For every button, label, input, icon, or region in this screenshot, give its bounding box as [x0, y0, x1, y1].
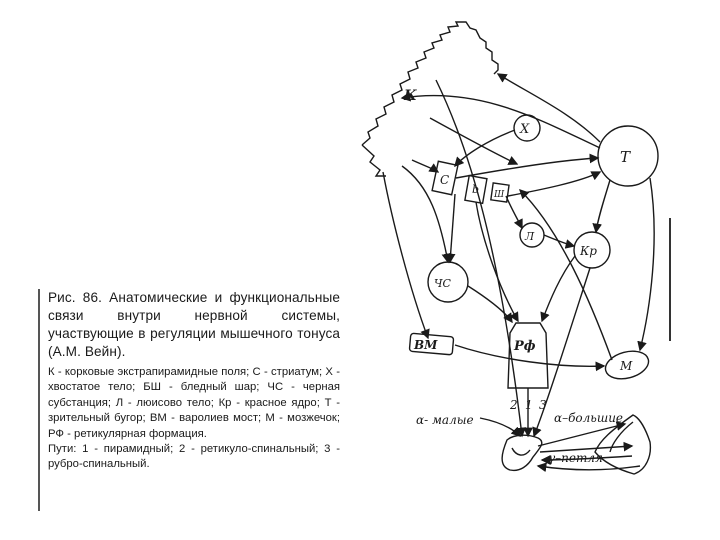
label-gamma-loop: γ–петля	[548, 451, 603, 465]
label-pons: ВМ	[413, 338, 438, 352]
label-path-3: 3	[539, 398, 547, 412]
label-alpha-large: α–большие	[554, 411, 623, 425]
label-luys: Л	[524, 230, 535, 243]
label-cortex: К	[403, 88, 417, 104]
label-striatum: С	[440, 173, 449, 187]
label-substantia-nigra: ЧС	[434, 277, 452, 290]
label-cerebellum: М	[619, 359, 633, 373]
spinal-cord-inner	[512, 448, 530, 455]
cortex-outline	[362, 22, 498, 145]
label-thalamus: Т	[620, 148, 631, 166]
label-path-2: 2	[509, 398, 518, 412]
spinal-cord-segment	[502, 435, 542, 470]
label-alpha-small: α- малые	[416, 413, 474, 427]
label-caudate: Х	[519, 122, 530, 137]
cortex-lower-edge	[362, 145, 386, 176]
label-reticular: Рф	[513, 339, 536, 354]
label-path-1: 1	[525, 398, 533, 412]
label-red-nucleus: Кр	[579, 244, 597, 258]
label-b-box: b	[472, 183, 479, 196]
label-globus-pallidus: Ш	[493, 190, 505, 200]
